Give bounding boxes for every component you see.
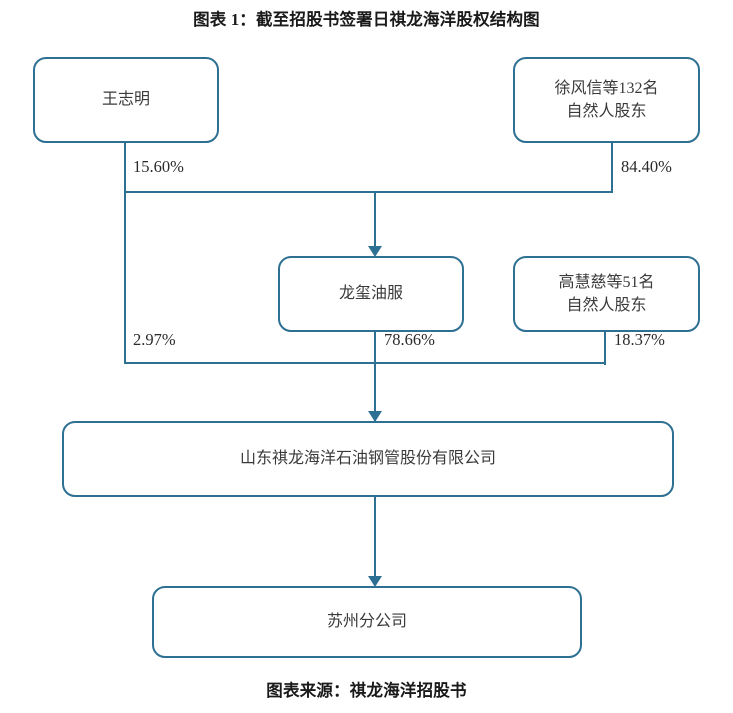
figure-title: 图表 1：截至招股书签署日祺龙海洋股权结构图	[193, 10, 540, 29]
node-xu-fengxin-line1: 徐风信等132名	[554, 79, 659, 97]
percent-wang-to-main: 2.97%	[133, 330, 176, 349]
node-wang-zhiming-label: 王志明	[101, 91, 150, 109]
edge-gao-vertical-stem	[604, 332, 607, 365]
node-xu-fengxin-text: 徐风信等132名 自然人股东	[548, 77, 664, 123]
figure-source: 图表来源：祺龙海洋招股书	[266, 681, 467, 700]
arrow-into-suzhou-branch	[368, 576, 382, 587]
edge-main-to-branch	[374, 497, 377, 578]
percent-xu-to-longxi: 84.40%	[621, 157, 672, 176]
edge-level1-horizontal-bus	[124, 191, 613, 194]
node-main-company-label: 山东祺龙海洋石油钢管股份有限公司	[239, 450, 496, 468]
percent-wang-to-longxi: 15.60%	[133, 157, 184, 176]
node-xu-fengxin-shareholders[interactable]: 徐风信等132名 自然人股东	[513, 57, 700, 143]
percent-longxi-to-main: 78.66%	[384, 330, 435, 349]
edge-longxi-vertical-stem	[374, 332, 377, 424]
edge-xu-vertical-stem	[611, 143, 614, 193]
node-gao-huici-shareholders[interactable]: 高慧慈等51名 自然人股东	[513, 256, 700, 332]
edge-level2-horizontal-bus	[124, 362, 606, 365]
arrow-into-longxi-youfu	[368, 246, 382, 257]
edge-wang-vertical-stem	[124, 143, 127, 364]
node-gao-huici-text: 高慧慈等51名 自然人股东	[552, 271, 660, 317]
node-suzhou-branch[interactable]: 苏州分公司	[152, 586, 582, 658]
node-suzhou-branch-label: 苏州分公司	[326, 613, 407, 631]
node-main-company[interactable]: 山东祺龙海洋石油钢管股份有限公司	[62, 421, 674, 497]
percent-gao-to-main: 18.37%	[614, 330, 665, 349]
edge-bus-to-longxi-drop	[374, 191, 377, 248]
node-gao-huici-line1: 高慧慈等51名	[558, 273, 655, 291]
arrow-into-main-company	[368, 411, 382, 422]
node-xu-fengxin-line2: 自然人股东	[566, 103, 647, 120]
node-longxi-youfu-label: 龙玺油服	[338, 285, 403, 303]
node-longxi-youfu[interactable]: 龙玺油服	[278, 256, 464, 332]
node-gao-huici-line2: 自然人股东	[566, 297, 647, 314]
node-wang-zhiming[interactable]: 王志明	[33, 57, 219, 143]
